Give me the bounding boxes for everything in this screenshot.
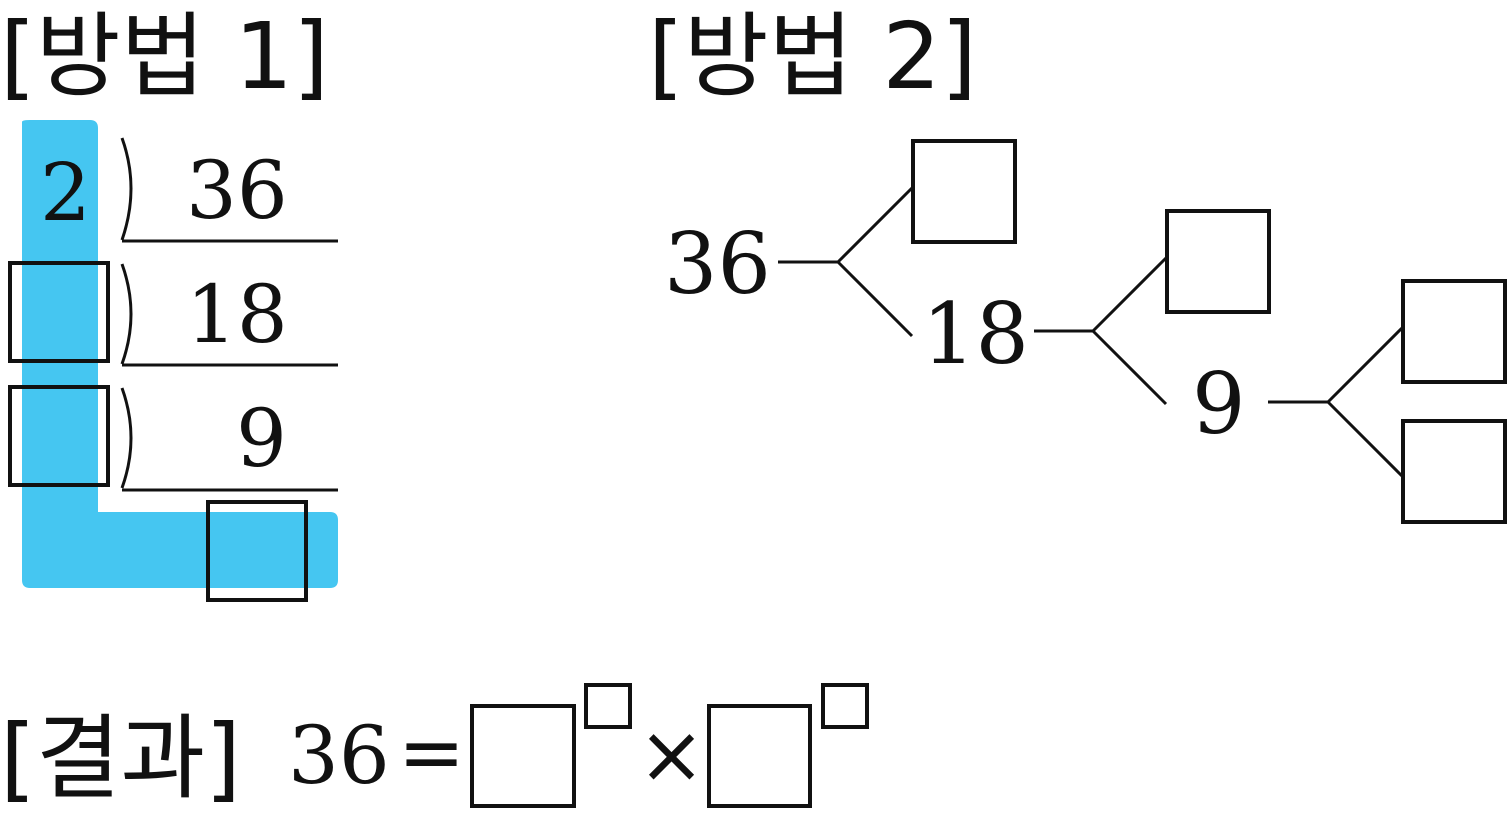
tree-blank-box-2[interactable] xyxy=(1165,209,1271,314)
tree-branch-9-up xyxy=(1326,326,1404,404)
tree-branch-36-up xyxy=(836,186,914,264)
quotient-blank-box[interactable] xyxy=(206,500,308,602)
divisor-blank-box-2[interactable] xyxy=(8,385,110,487)
division-bracket-2 xyxy=(120,263,133,365)
tree-node-36: 36 xyxy=(664,215,771,313)
tree-node-18: 18 xyxy=(922,285,1029,383)
method1-title: [방법 1] xyxy=(0,3,329,110)
tree-blank-box-1[interactable] xyxy=(911,139,1017,244)
result-label: [결과] xyxy=(0,705,241,812)
equals-sign: = xyxy=(398,706,465,799)
tree-branch-9-down xyxy=(1326,400,1404,478)
tree-blank-box-4[interactable] xyxy=(1401,419,1507,524)
dividend-9: 9 xyxy=(236,392,287,485)
tree-branch-36-down xyxy=(836,260,914,338)
method2-title: [방법 2] xyxy=(648,3,977,110)
dividend-18: 18 xyxy=(186,268,288,361)
result-exponent-box-1[interactable] xyxy=(584,683,632,729)
tree-branch-18-down xyxy=(1091,329,1168,406)
result-base-box-1[interactable] xyxy=(470,704,576,808)
dividend-36: 36 xyxy=(186,144,288,237)
result-base-box-2[interactable] xyxy=(707,704,812,808)
divisor-2: 2 xyxy=(40,146,91,239)
tree-node-9: 9 xyxy=(1192,355,1245,453)
result-exponent-box-2[interactable] xyxy=(821,683,869,729)
division-bracket-3 xyxy=(120,387,133,489)
tree-blank-box-3[interactable] xyxy=(1401,279,1507,384)
division-bracket-1 xyxy=(120,137,133,241)
divisor-blank-box-1[interactable] xyxy=(8,261,110,363)
times-sign: × xyxy=(638,708,705,801)
tree-branch-18-up xyxy=(1091,256,1168,333)
result-number-36: 36 xyxy=(288,709,390,802)
